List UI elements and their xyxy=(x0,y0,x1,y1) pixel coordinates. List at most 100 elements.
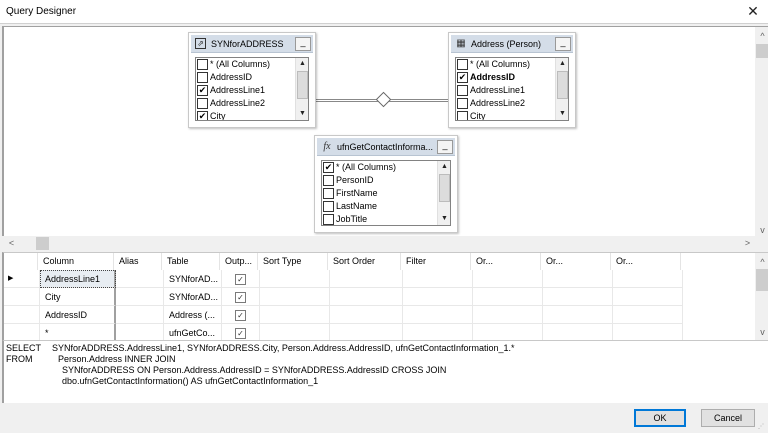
output-checkbox-checked[interactable]: ✓ xyxy=(235,274,246,286)
cell-or-3[interactable] xyxy=(613,324,683,340)
cell-output[interactable]: ✓ xyxy=(222,270,260,288)
column-item[interactable]: ✔* (All Columns) xyxy=(322,161,450,174)
scroll-down-icon[interactable]: ▼ xyxy=(441,215,448,222)
cell-column[interactable]: City xyxy=(40,288,116,306)
header-or-3[interactable]: Or... xyxy=(611,253,681,270)
column-item[interactable]: PersonID xyxy=(322,174,450,187)
cell-alias[interactable] xyxy=(116,288,164,306)
row-header[interactable] xyxy=(4,306,40,324)
cell-sort-order[interactable] xyxy=(330,270,403,288)
checkbox[interactable] xyxy=(197,59,208,70)
header-output[interactable]: Outp... xyxy=(220,253,258,270)
checkbox[interactable] xyxy=(197,72,208,83)
cell-alias[interactable] xyxy=(116,306,164,324)
header-table[interactable]: Table xyxy=(162,253,220,270)
diagram-vertical-scrollbar[interactable]: ^ v xyxy=(755,27,768,236)
scroll-thumb[interactable] xyxy=(557,71,568,99)
cell-filter[interactable] xyxy=(403,306,473,324)
checkbox[interactable] xyxy=(457,98,468,109)
cell-table[interactable]: Address (... xyxy=(164,306,222,324)
join-diamond-icon[interactable] xyxy=(375,91,392,108)
cell-or-1[interactable] xyxy=(473,306,543,324)
column-list-scrollbar[interactable]: ▲ ▼ xyxy=(555,58,568,120)
cell-table[interactable]: SYNforAD... xyxy=(164,270,222,288)
cell-sort-type[interactable] xyxy=(260,324,330,340)
checkbox-checked[interactable]: ✔ xyxy=(457,72,468,83)
cell-or-3[interactable] xyxy=(613,270,683,288)
sql-from-line-2[interactable]: SYNforADDRESS ON Person.Address.AddressI… xyxy=(62,365,447,375)
scroll-thumb[interactable] xyxy=(756,269,768,291)
scroll-down-icon[interactable]: ▼ xyxy=(559,110,566,117)
column-item[interactable]: AddressLine1 xyxy=(456,84,568,97)
cell-or-1[interactable] xyxy=(473,288,543,306)
table-row[interactable]: ▶ AddressLine1 SYNforAD... ✓ xyxy=(4,270,683,288)
cell-table[interactable]: SYNforAD... xyxy=(164,288,222,306)
scroll-down-icon[interactable]: v xyxy=(760,225,765,235)
cell-alias[interactable] xyxy=(116,270,164,288)
header-alias[interactable]: Alias xyxy=(114,253,162,270)
checkbox[interactable] xyxy=(323,201,334,212)
table-ufngetcontactinformation[interactable]: fx ufnGetContactInforma... _ ✔* (All Col… xyxy=(314,135,458,233)
table-row[interactable]: City SYNforAD... ✓ xyxy=(4,288,683,306)
ok-button[interactable]: OK xyxy=(634,409,686,427)
cell-or-2[interactable] xyxy=(543,270,613,288)
scroll-left-icon[interactable]: < xyxy=(8,238,15,248)
current-row-marker-icon[interactable]: ▶ xyxy=(4,270,40,288)
scroll-down-icon[interactable]: ▼ xyxy=(299,110,306,117)
header-or-1[interactable]: Or... xyxy=(471,253,541,270)
table-row[interactable]: * ufnGetCo... ✓ xyxy=(4,324,683,340)
checkbox[interactable] xyxy=(457,85,468,96)
header-or-2[interactable]: Or... xyxy=(541,253,611,270)
cell-output[interactable]: ✓ xyxy=(222,324,260,340)
cell-table[interactable]: ufnGetCo... xyxy=(164,324,222,340)
cell-or-2[interactable] xyxy=(543,324,613,340)
minimize-button[interactable]: _ xyxy=(295,37,311,51)
column-item[interactable]: ✔AddressLine1 xyxy=(196,84,308,97)
header-filter[interactable]: Filter xyxy=(401,253,471,270)
column-item[interactable]: LastName xyxy=(322,200,450,213)
table-header[interactable]: fx ufnGetContactInforma... _ xyxy=(317,138,455,156)
cell-or-3[interactable] xyxy=(613,306,683,324)
column-item[interactable]: ✔AddressID xyxy=(456,71,568,84)
diagram-pane[interactable]: ⇗ SYNforADDRESS _ * (All Columns) Addres… xyxy=(2,26,768,236)
output-checkbox-checked[interactable]: ✓ xyxy=(235,310,246,322)
cell-column[interactable]: * xyxy=(40,324,116,340)
column-item[interactable]: * (All Columns) xyxy=(456,58,568,71)
table-header[interactable]: ⇗ SYNforADDRESS _ xyxy=(191,35,313,53)
table-header[interactable]: ▦ Address (Person) _ xyxy=(451,35,573,53)
output-checkbox-checked[interactable]: ✓ xyxy=(235,328,246,340)
header-column[interactable]: Column xyxy=(38,253,114,270)
column-list[interactable]: ✔* (All Columns) PersonID FirstName Last… xyxy=(321,160,451,226)
header-sort-type[interactable]: Sort Type xyxy=(258,253,328,270)
sql-from-line-3[interactable]: dbo.ufnGetContactInformation() AS ufnGet… xyxy=(62,376,319,386)
checkbox[interactable] xyxy=(323,175,334,186)
cell-column[interactable]: AddressLine1 xyxy=(40,270,116,288)
checkbox[interactable] xyxy=(457,111,468,120)
cell-filter[interactable] xyxy=(403,288,473,306)
checkbox[interactable] xyxy=(197,98,208,109)
row-header[interactable] xyxy=(4,288,40,306)
cell-alias[interactable] xyxy=(116,324,164,340)
cell-output[interactable]: ✓ xyxy=(222,306,260,324)
column-list[interactable]: * (All Columns) ✔AddressID AddressLine1 … xyxy=(455,57,569,121)
row-header[interactable] xyxy=(4,324,40,340)
sql-from-line-1[interactable]: Person.Address INNER JOIN xyxy=(58,354,176,364)
sql-pane[interactable]: SELECT SYNforADDRESS.AddressLine1, SYNfo… xyxy=(2,340,768,403)
resize-grip-icon[interactable]: ⋰ xyxy=(758,424,764,430)
column-item[interactable]: AddressLine2 xyxy=(456,97,568,110)
close-icon[interactable]: ✕ xyxy=(747,3,759,19)
column-item[interactable]: AddressLine2 xyxy=(196,97,308,110)
cell-or-1[interactable] xyxy=(473,270,543,288)
cell-sort-type[interactable] xyxy=(260,288,330,306)
column-item[interactable]: * (All Columns) xyxy=(196,58,308,71)
column-list-scrollbar[interactable]: ▲ ▼ xyxy=(295,58,308,120)
diagram-horizontal-scrollbar[interactable]: < > xyxy=(2,236,768,251)
cell-or-3[interactable] xyxy=(613,288,683,306)
cell-sort-type[interactable] xyxy=(260,306,330,324)
cell-sort-type[interactable] xyxy=(260,270,330,288)
column-list-scrollbar[interactable]: ▲ ▼ xyxy=(437,161,450,225)
cancel-button[interactable]: Cancel xyxy=(701,409,755,427)
checkbox-checked[interactable]: ✔ xyxy=(197,85,208,96)
checkbox-checked[interactable]: ✔ xyxy=(197,111,208,121)
scroll-down-icon[interactable]: v xyxy=(760,327,765,337)
